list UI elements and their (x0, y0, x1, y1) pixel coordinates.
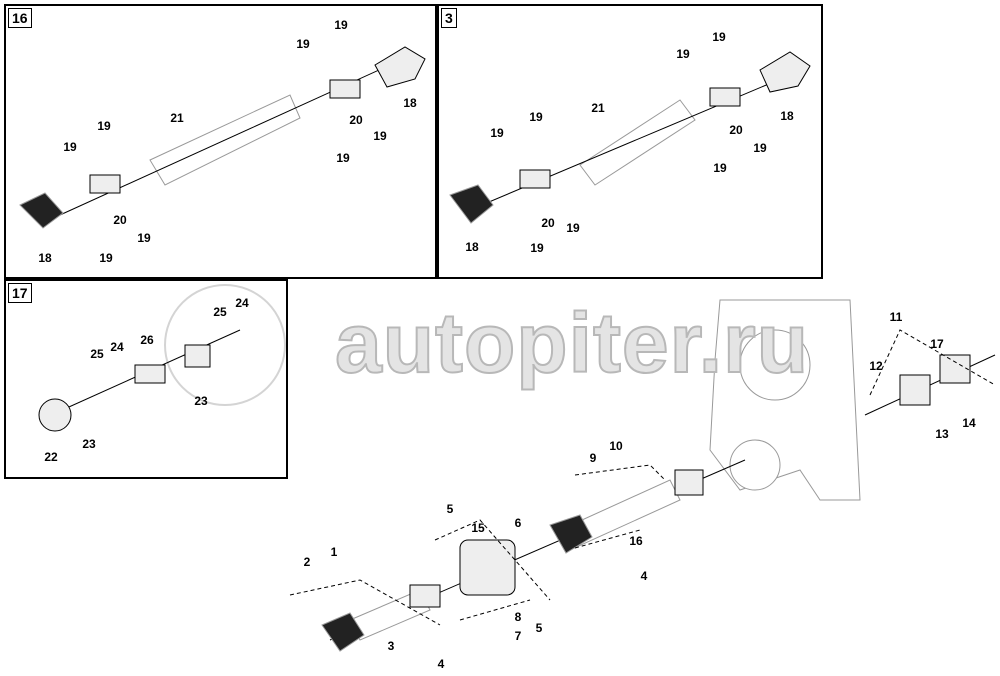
flange-yoke-3-left (449, 184, 494, 224)
cross-3-right (709, 87, 741, 107)
part-callout: 19 (99, 251, 113, 265)
part-callout: 19 (566, 221, 580, 235)
bearing-17 (134, 364, 166, 384)
part-callout: 19 (63, 140, 77, 154)
flange-yoke-16-right (374, 46, 426, 88)
part-callout: 19 (373, 129, 387, 143)
coupling-17 (184, 344, 211, 368)
panel-17-frame (4, 279, 288, 479)
part-callout: 11 (889, 310, 903, 324)
part-callout: 19 (676, 47, 690, 61)
part-callout: 18 (465, 240, 479, 254)
part-callout: 18 (780, 109, 794, 123)
part-callout: 20 (729, 123, 743, 137)
part-callout: 22 (44, 450, 58, 464)
part-callout: 19 (713, 161, 727, 175)
panel-16-label: 16 (8, 8, 32, 28)
yoke-main-right (674, 469, 704, 496)
part-callout: 1 (330, 545, 338, 559)
part-callout: 18 (403, 96, 417, 110)
shaft-3 (579, 99, 696, 186)
part-callout: 24 (235, 296, 249, 310)
cross-16-left (89, 174, 121, 194)
part-callout: 26 (140, 333, 154, 347)
part-callout: 16 (629, 534, 643, 548)
coupling-main-right (899, 374, 931, 406)
part-callout: 5 (446, 502, 454, 516)
panel-16-frame (4, 4, 437, 279)
part-callout: 19 (137, 231, 151, 245)
part-callout: 9 (589, 451, 597, 465)
panel-17-label: 17 (8, 283, 32, 303)
part-callout: 15 (471, 521, 485, 535)
part-callout: 19 (490, 126, 504, 140)
gearbox-output (729, 439, 781, 491)
part-callout: 19 (97, 119, 111, 133)
intermediate-bearing-15 (459, 539, 516, 596)
flange-yoke-main-left (321, 612, 365, 652)
part-callout: 20 (541, 216, 555, 230)
part-callout: 4 (640, 569, 648, 583)
part-callout: 21 (591, 101, 605, 115)
part-callout: 2 (303, 555, 311, 569)
part-callout: 8 (514, 610, 522, 624)
part-callout: 20 (349, 113, 363, 127)
flexible-coupling-17 (939, 354, 971, 384)
part-callout: 23 (82, 437, 96, 451)
flange-yoke-3-right (759, 51, 811, 93)
part-callout: 12 (869, 359, 883, 373)
part-callout: 3 (387, 639, 395, 653)
part-callout: 23 (194, 394, 208, 408)
part-callout: 25 (213, 305, 227, 319)
part-callout: 19 (530, 241, 544, 255)
part-callout: 6 (514, 516, 522, 530)
part-callout: 14 (962, 416, 976, 430)
watermark-text: autopiter.ru (334, 295, 810, 391)
part-callout: 19 (712, 30, 726, 44)
part-callout: 10 (609, 439, 623, 453)
panel-3-frame (437, 4, 823, 279)
part-callout: 7 (514, 629, 522, 643)
gearbox-cover (739, 329, 811, 401)
part-callout: 25 (90, 347, 104, 361)
part-callout: 13 (935, 427, 949, 441)
part-callout: 19 (296, 37, 310, 51)
part-callout: 24 (110, 340, 124, 354)
part-callout: 19 (753, 141, 767, 155)
part-callout: 19 (336, 151, 350, 165)
part-callout: 5 (535, 621, 543, 635)
part-callout: 4 (437, 657, 445, 671)
flange-yoke-main-mid (549, 514, 593, 554)
cross-16-right (329, 79, 361, 99)
cross-3-left (519, 169, 551, 189)
part-callout: 19 (334, 18, 348, 32)
flange-yoke-16-left (19, 192, 64, 229)
part-callout: 18 (38, 251, 52, 265)
part-callout: 19 (529, 110, 543, 124)
flange-17 (38, 398, 72, 432)
part-callout: 21 (170, 111, 184, 125)
watermark-logo-icon (164, 284, 286, 406)
part-callout: 20 (113, 213, 127, 227)
part-callout: 17 (930, 337, 944, 351)
panel-3-label: 3 (441, 8, 457, 28)
yoke-main-left (409, 584, 441, 608)
